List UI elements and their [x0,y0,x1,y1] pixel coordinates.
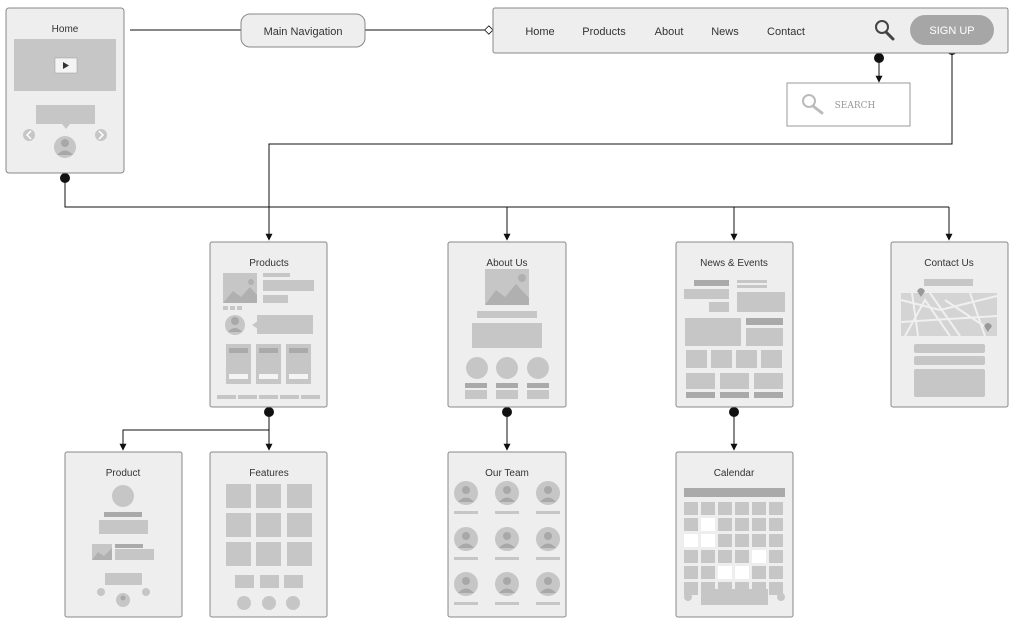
calendar-day-cell [718,518,732,531]
team-member-avatar [536,481,560,514]
about-us-page-wireframe[interactable]: About Us [447,241,567,408]
team-member-avatar [536,572,560,605]
connector-signup-to-products [265,50,953,241]
connector-home-bus [64,178,949,208]
sign-up-button[interactable] [910,15,994,45]
calendar-day-cell [752,502,766,515]
product-page-wireframe[interactable]: Product [64,451,183,618]
contact-us-page-title: Contact Us [924,258,973,269]
team-member-avatar [454,481,478,514]
calendar-day-cell [769,582,783,595]
calendar-day-cell [701,582,715,595]
calendar-day-cell [701,550,715,563]
calendar-day-cell [769,566,783,579]
main-navigation-node[interactable]: Main Navigation [240,13,366,48]
nav-item-news[interactable]: News [711,26,739,38]
product-page-title: Product [106,468,141,479]
nav-item-contact[interactable]: Contact [767,26,805,38]
team-member-avatar [536,527,560,560]
sign-up-label: SIGN UP [929,25,974,37]
news-events-page-title: News & Events [700,258,768,269]
products-page-title: Products [249,258,288,269]
calendar-day-cell [752,566,766,579]
calendar-day-cell [684,502,698,515]
calendar-day-cell [684,582,698,595]
calendar-day-cell [752,534,766,547]
calendar-day-cell [769,502,783,515]
calendar-day-cell [718,534,732,547]
chevron-left-icon [23,129,35,141]
search-box-wireframe[interactable]: SEARCH [786,82,911,127]
calendar-day-cell [701,502,715,515]
our-team-page-title: Our Team [485,468,529,479]
nav-bar-wireframe[interactable]: Home Products About News Contact SIGN UP [492,7,1009,54]
calendar-day-cell [735,550,749,563]
search-placeholder: SEARCH [835,101,876,111]
calendar-day-cell [701,566,715,579]
team-member-avatar [495,481,519,514]
nav-item-about[interactable]: About [655,26,684,38]
calendar-day-cell [684,550,698,563]
calendar-day-cell [701,534,715,547]
home-page-title: Home [52,24,79,35]
chevron-right-icon [95,129,107,141]
search-icon[interactable] [875,20,895,41]
calendar-day-cell [752,550,766,563]
calendar-day-cell [735,518,749,531]
calendar-day-cell [684,566,698,579]
calendar-day-cell [769,518,783,531]
features-page-title: Features [249,468,288,479]
products-page-wireframe[interactable]: Products [209,241,328,408]
calendar-day-cell [684,534,698,547]
calendar-page-title: Calendar [714,468,755,479]
calendar-day-cell [718,502,732,515]
features-page-wireframe[interactable]: Features [209,451,328,618]
about-us-page-title: About Us [486,258,527,269]
news-events-page-wireframe[interactable]: News & Events [675,241,794,408]
calendar-day-cell [735,502,749,515]
search-icon [802,94,824,115]
nav-item-products[interactable]: Products [582,26,626,38]
calendar-day-cell [769,550,783,563]
home-page-wireframe[interactable]: Home [5,7,125,174]
calendar-page-wireframe[interactable]: Calendar [675,451,794,618]
calendar-day-cell [735,566,749,579]
connector-to-product [119,412,270,451]
calendar-day-cell [735,534,749,547]
team-member-avatar [495,572,519,605]
our-team-page-wireframe[interactable]: Our Team [447,451,567,618]
contact-us-page-wireframe[interactable]: Contact Us [890,241,1009,408]
calendar-day-cell [701,518,715,531]
calendar-day-cell [718,550,732,563]
play-icon [63,62,69,69]
calendar-day-cell [752,518,766,531]
calendar-day-cell [752,582,766,595]
team-member-avatar [454,572,478,605]
team-member-avatar [454,527,478,560]
calendar-day-cell [718,582,732,595]
calendar-day-cell [684,518,698,531]
main-navigation-label: Main Navigation [264,26,343,38]
team-member-avatar [495,527,519,560]
nav-item-home[interactable]: Home [525,26,554,38]
calendar-day-cell [718,566,732,579]
calendar-day-cell [769,534,783,547]
map-placeholder [900,288,998,337]
calendar-day-cell [735,582,749,595]
